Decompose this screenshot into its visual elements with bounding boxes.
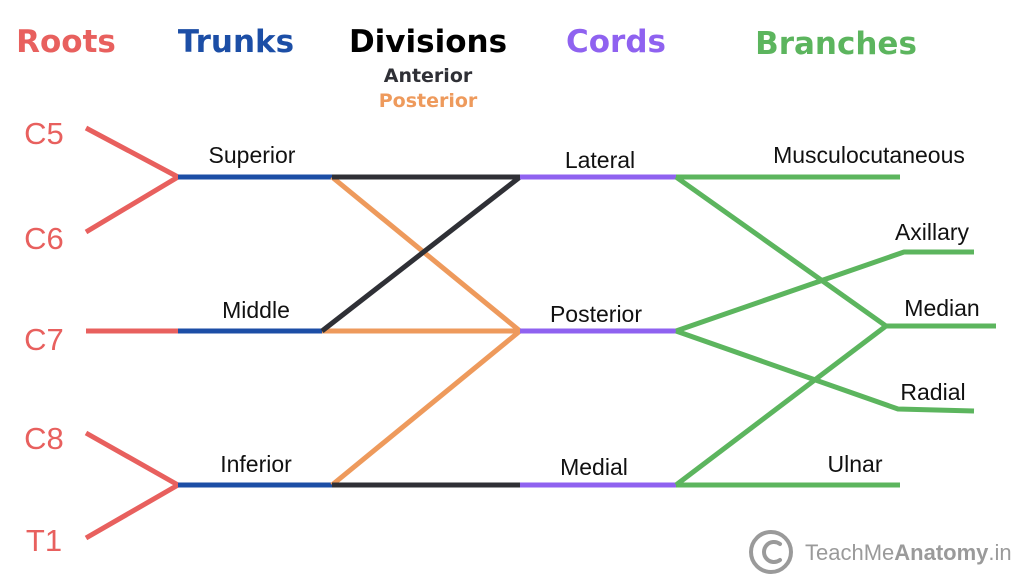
root-label-c8: C8 [24,421,64,456]
svg-text:TeachMeAnatomy.in: TeachMeAnatomy.in [805,540,1012,565]
root-label-c5: C5 [24,116,64,151]
trunk-label-inferior: Inferior [220,451,292,477]
branch-label-axillary: Axillary [895,219,970,245]
watermark-text-light: TeachMe [805,540,894,565]
posterior-division-superior-line [330,175,522,333]
branch-median-lateral-root-line [674,174,888,329]
posterior-division-inferior-line [330,329,522,487]
branch-median-medial-root-line [674,324,888,487]
cord-label-posterior: Posterior [550,301,642,327]
header-posterior: Posterior [379,90,478,112]
header-roots: Roots [16,24,116,60]
anterior-division-middle-line [320,175,522,333]
branch-axillary-line [675,249,974,334]
watermark: TeachMeAnatomy.in [749,530,1012,574]
cord-label-medial: Medial [560,454,628,480]
header-branches: Branches [755,26,917,62]
watermark-suffix: .in [988,540,1011,565]
root-label-c6: C6 [24,221,64,256]
root-label-t1: T1 [26,523,62,558]
roots-c8-t1-line [84,430,181,541]
header-trunks: Trunks [178,24,294,60]
trunk-label-superior: Superior [209,142,296,168]
branch-label-radial: Radial [900,379,965,405]
header-divisions: Divisions [349,24,507,60]
header-cords: Cords [566,24,666,60]
copyright-icon [749,530,793,574]
root-label-c7: C7 [24,322,64,357]
branch-radial-line [675,328,975,414]
watermark-text-bold: Anatomy [894,540,989,565]
header-anterior: Anterior [384,65,473,87]
branch-label-ulnar: Ulnar [828,451,883,477]
branch-label-musculocutaneous: Musculocutaneous [773,142,965,168]
roots-c5-c6-line [84,125,181,235]
branch-label-median: Median [904,295,979,321]
cord-label-lateral: Lateral [565,147,635,173]
trunk-label-middle: Middle [222,297,290,323]
